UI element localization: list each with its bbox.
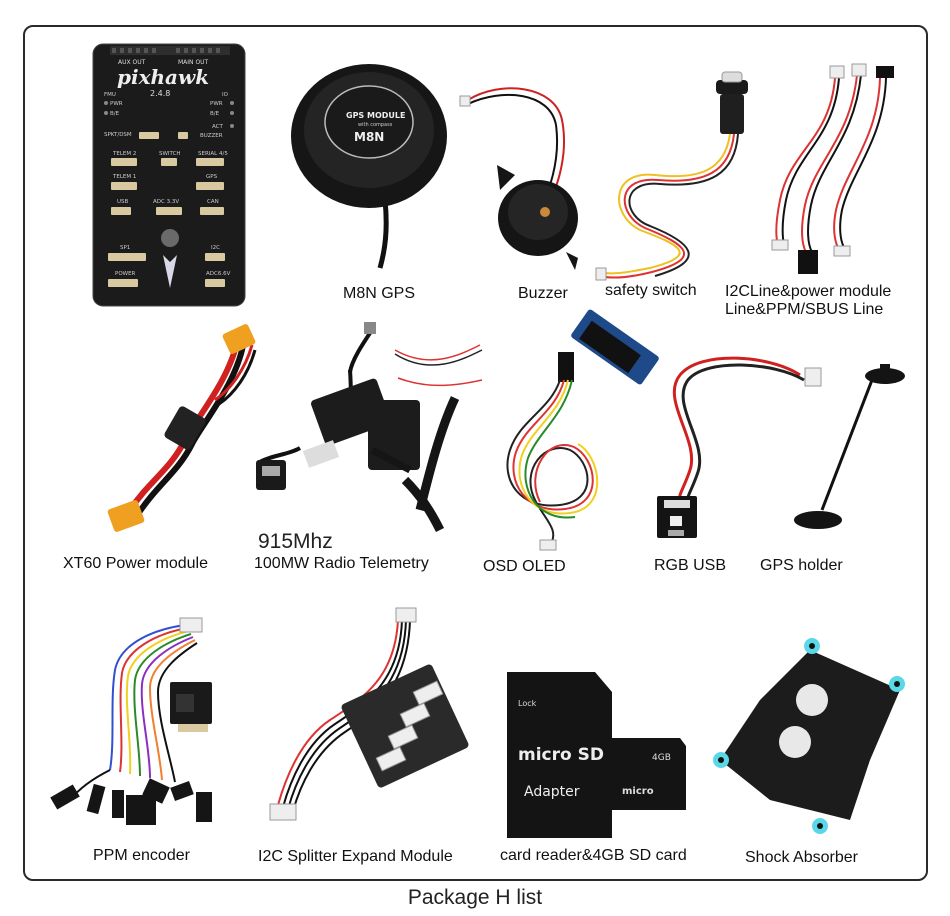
svg-text:POWER: POWER [115,271,136,277]
aux-out-label: AUX OUT [118,59,146,66]
svg-text:B/E: B/E [110,111,120,117]
radio-telemetry-image [256,322,483,533]
svg-text:TELEM 2: TELEM 2 [112,151,136,157]
main-out-label: MAIN OUT [178,59,209,66]
label-i2c-power-line2: Line&PPM/SBUS Line [725,301,884,318]
osd-oled-image [506,309,659,551]
pixhawk-board-image: AUX OUT MAIN OUT pixhawk 2.4.8 FMU PWR B/E… [92,43,246,307]
svg-text:B/E: B/E [210,111,220,117]
label-buzzer: Buzzer [518,285,568,302]
label-shock-absorber: Shock Absorber [745,849,858,866]
pixhawk-brand: pixhawk [117,65,209,89]
safety-switch-image [595,71,748,281]
svg-text:USB: USB [117,199,129,205]
svg-text:SWITCH: SWITCH [159,151,181,157]
shock-absorber-image [713,638,905,834]
rgb-usb-image [657,356,822,538]
pixhawk-version: 2.4.8 [150,89,170,98]
label-osd-oled: OSD OLED [483,558,566,575]
adapter-text: Adapter [524,784,580,800]
svg-text:PWR: PWR [110,101,123,107]
adapter-lock-text: Lock [518,699,537,708]
label-ppm-encoder: PPM encoder [93,847,190,864]
svg-text:GPS: GPS [206,174,218,180]
svg-text:SP1: SP1 [120,245,130,251]
svg-text:micro: micro [622,786,654,797]
buzzer-image [459,87,578,270]
svg-text:TELEM 1: TELEM 1 [112,174,136,180]
xt60-power-module-image [107,324,257,532]
label-radio-frequency: 915Mhz [258,530,333,553]
gps-module-line1: GPS MODULE [346,111,405,120]
label-gps-holder: GPS holder [760,557,843,574]
svg-text:BUZZER: BUZZER [200,133,223,139]
gps-holder-image [794,364,905,529]
gps-module-image: GPS MODULE with compass M8N [291,64,447,269]
adapter-brand-text: micro SD [518,745,604,765]
card-reader-image: Lock micro SD Adapter 4GB micro [507,672,686,838]
label-m8n-gps: M8N GPS [343,285,416,302]
i2c-splitter-image [269,607,469,821]
gps-module-model: M8N [354,130,384,144]
label-card-reader: card reader&4GB SD card [500,847,687,864]
label-rgb-usb: RGB USB [654,557,727,574]
svg-text:ADC6.6V: ADC6.6V [206,271,231,277]
sd-card-capacity: 4GB [652,753,671,763]
package-title: Package H list [407,886,543,909]
svg-text:SERIAL 4/5: SERIAL 4/5 [198,151,228,157]
package-frame [23,25,928,881]
svg-text:I2C: I2C [211,245,220,251]
label-safety-switch: safety switch [605,282,697,299]
label-radio-telemetry: 100MW Radio Telemetry [254,555,429,572]
ppm-encoder-image [50,617,212,825]
svg-text:ACT: ACT [212,124,224,130]
svg-text:IO: IO [222,92,229,98]
svg-text:CAN: CAN [207,199,219,205]
gps-module-line2: with compass [358,122,393,128]
label-xt60-power-module: XT60 Power module [63,555,208,572]
svg-text:PWR: PWR [210,101,223,107]
svg-text:FMU: FMU [104,92,116,98]
svg-text:SPKT/DSM: SPKT/DSM [104,132,132,138]
svg-text:ADC 3.3V: ADC 3.3V [153,199,179,205]
label-i2c-power-line1: I2CLine&power module [725,283,892,300]
label-i2c-splitter: I2C Splitter Expand Module [258,848,453,865]
i2c-power-lines-image [771,63,894,274]
